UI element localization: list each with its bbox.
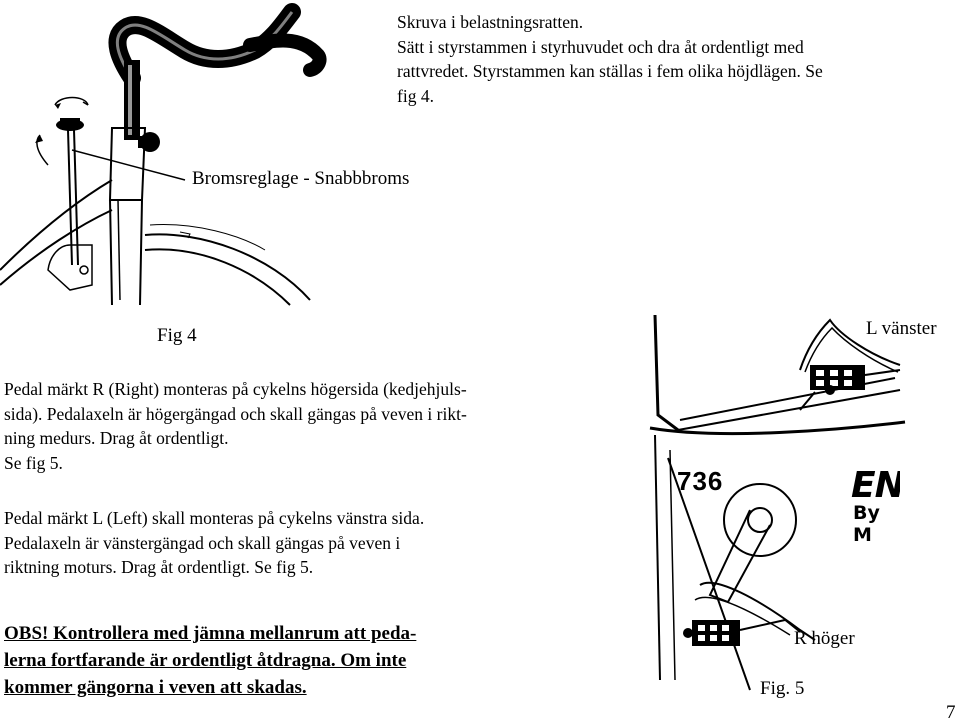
warning-line: lerna fortfarande är ordentligt åtdragna… <box>4 650 407 671</box>
text-line: Pedal märkt L (Left) skall monteras på c… <box>4 508 425 528</box>
warning-line: OBS! Kontrollera med jämna mellanrum att… <box>4 623 417 644</box>
text-line: Pedal märkt R (Right) monteras på cykeln… <box>4 379 467 399</box>
fig4-illustration <box>0 3 327 306</box>
fig5-caption: Fig. 5 <box>760 678 805 699</box>
pedal-right-paragraph: Pedal märkt R (Right) monteras på cykeln… <box>4 377 467 475</box>
warning-paragraph: OBS! Kontrollera med jämna mellanrum att… <box>4 620 416 701</box>
text-line: rattvredet. Styrstammen kan ställas i fe… <box>397 61 823 81</box>
text-line: Skruva i belastningsratten. <box>397 12 584 32</box>
text-line: riktning moturs. Drag åt ordentligt. Se … <box>4 557 314 577</box>
brake-callout: Bromsreglage - Snabbbroms <box>192 168 410 189</box>
text-line: Se fig 5. <box>4 452 63 473</box>
fig4-caption: Fig 4 <box>157 325 197 346</box>
warning-line: kommer gängorna i veven att skadas. <box>4 677 307 698</box>
fig5-illustration <box>649 314 906 691</box>
page-number: 7 <box>946 702 956 723</box>
brand-logo: EN <box>851 466 900 506</box>
crank-hub <box>723 483 797 557</box>
model-number: 736 <box>677 466 724 496</box>
brand-sub: By M <box>853 502 880 546</box>
pedal-right <box>692 620 740 646</box>
label-right-pedal: R höger <box>794 628 855 649</box>
text-line: Sätt i styrstammen i styrhuvudet och dra… <box>397 36 804 57</box>
text-line: fig 4. <box>397 85 434 106</box>
text-line: Pedalaxeln är vänstergängad och skall gä… <box>4 532 401 553</box>
text-line: ning medurs. Drag åt ordentligt. <box>4 428 229 448</box>
fig4-instructions: Skruva i belastningsratten. Sätt i styrs… <box>397 10 823 108</box>
text-line: sida). Pedalaxeln är högergängad och ska… <box>4 403 467 424</box>
label-left-pedal: L vänster <box>866 318 937 339</box>
pedal-left-paragraph: Pedal märkt L (Left) skall monteras på c… <box>4 506 424 580</box>
pedal-left <box>810 365 865 390</box>
